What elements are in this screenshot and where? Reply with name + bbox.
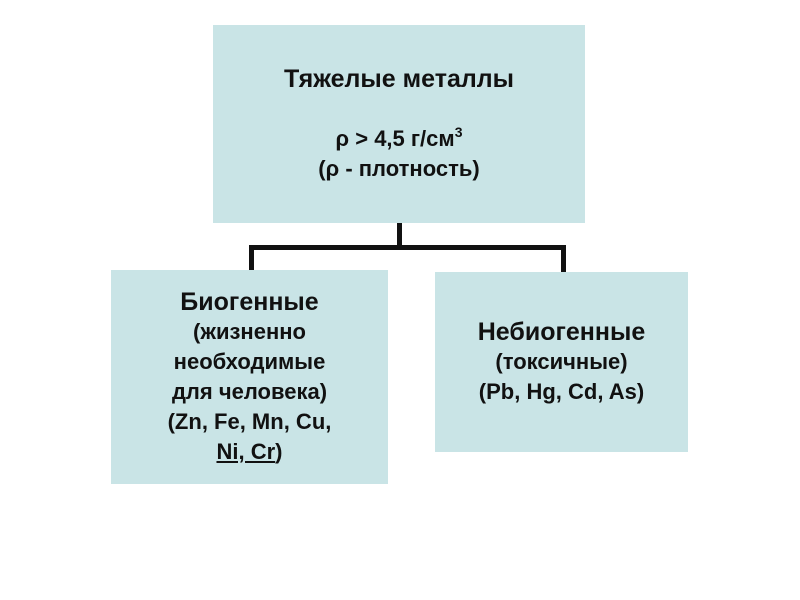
biogenic-line-5: Ni, Cr) <box>216 437 282 467</box>
connector-right-drop <box>561 245 566 272</box>
biogenic-line-3: для человека) <box>171 379 328 404</box>
density-note: (ρ - плотность) <box>318 156 480 181</box>
connector-left-drop <box>249 245 254 270</box>
biogenic-line-4: (Zn, Fe, Mn, Cu, <box>167 409 332 434</box>
root-title: Тяжелые металлы <box>284 65 514 93</box>
biogenic-line-1: (жизненно <box>193 319 306 344</box>
biogenic-closing-paren: ) <box>275 439 283 464</box>
biogenic-title: Биогенные <box>180 288 319 316</box>
connector-bar <box>249 245 566 250</box>
non-biogenic-title: Небиогенные <box>477 318 646 346</box>
node-biogenic: Биогенные (жизненно необходимые для чело… <box>111 270 388 484</box>
density-exponent: 3 <box>454 124 463 140</box>
density-prefix: ρ > 4,5 г/см <box>335 126 455 151</box>
root-node-heavy-metals: Тяжелые металлы ρ > 4,5 г/см3 (ρ - плотн… <box>213 25 585 223</box>
biogenic-line-2: необходимые <box>173 349 326 374</box>
biogenic-underlined-elements: Ni, Cr <box>216 439 276 464</box>
connector-trunk <box>397 223 402 248</box>
non-biogenic-line-2: (Pb, Hg, Cd, As) <box>478 379 645 404</box>
node-non-biogenic: Небиогенные (токсичные) (Pb, Hg, Cd, As) <box>435 272 688 452</box>
density-formula: ρ > 4,5 г/см3 <box>336 124 463 154</box>
non-biogenic-line-1: (токсичные) <box>495 349 628 374</box>
